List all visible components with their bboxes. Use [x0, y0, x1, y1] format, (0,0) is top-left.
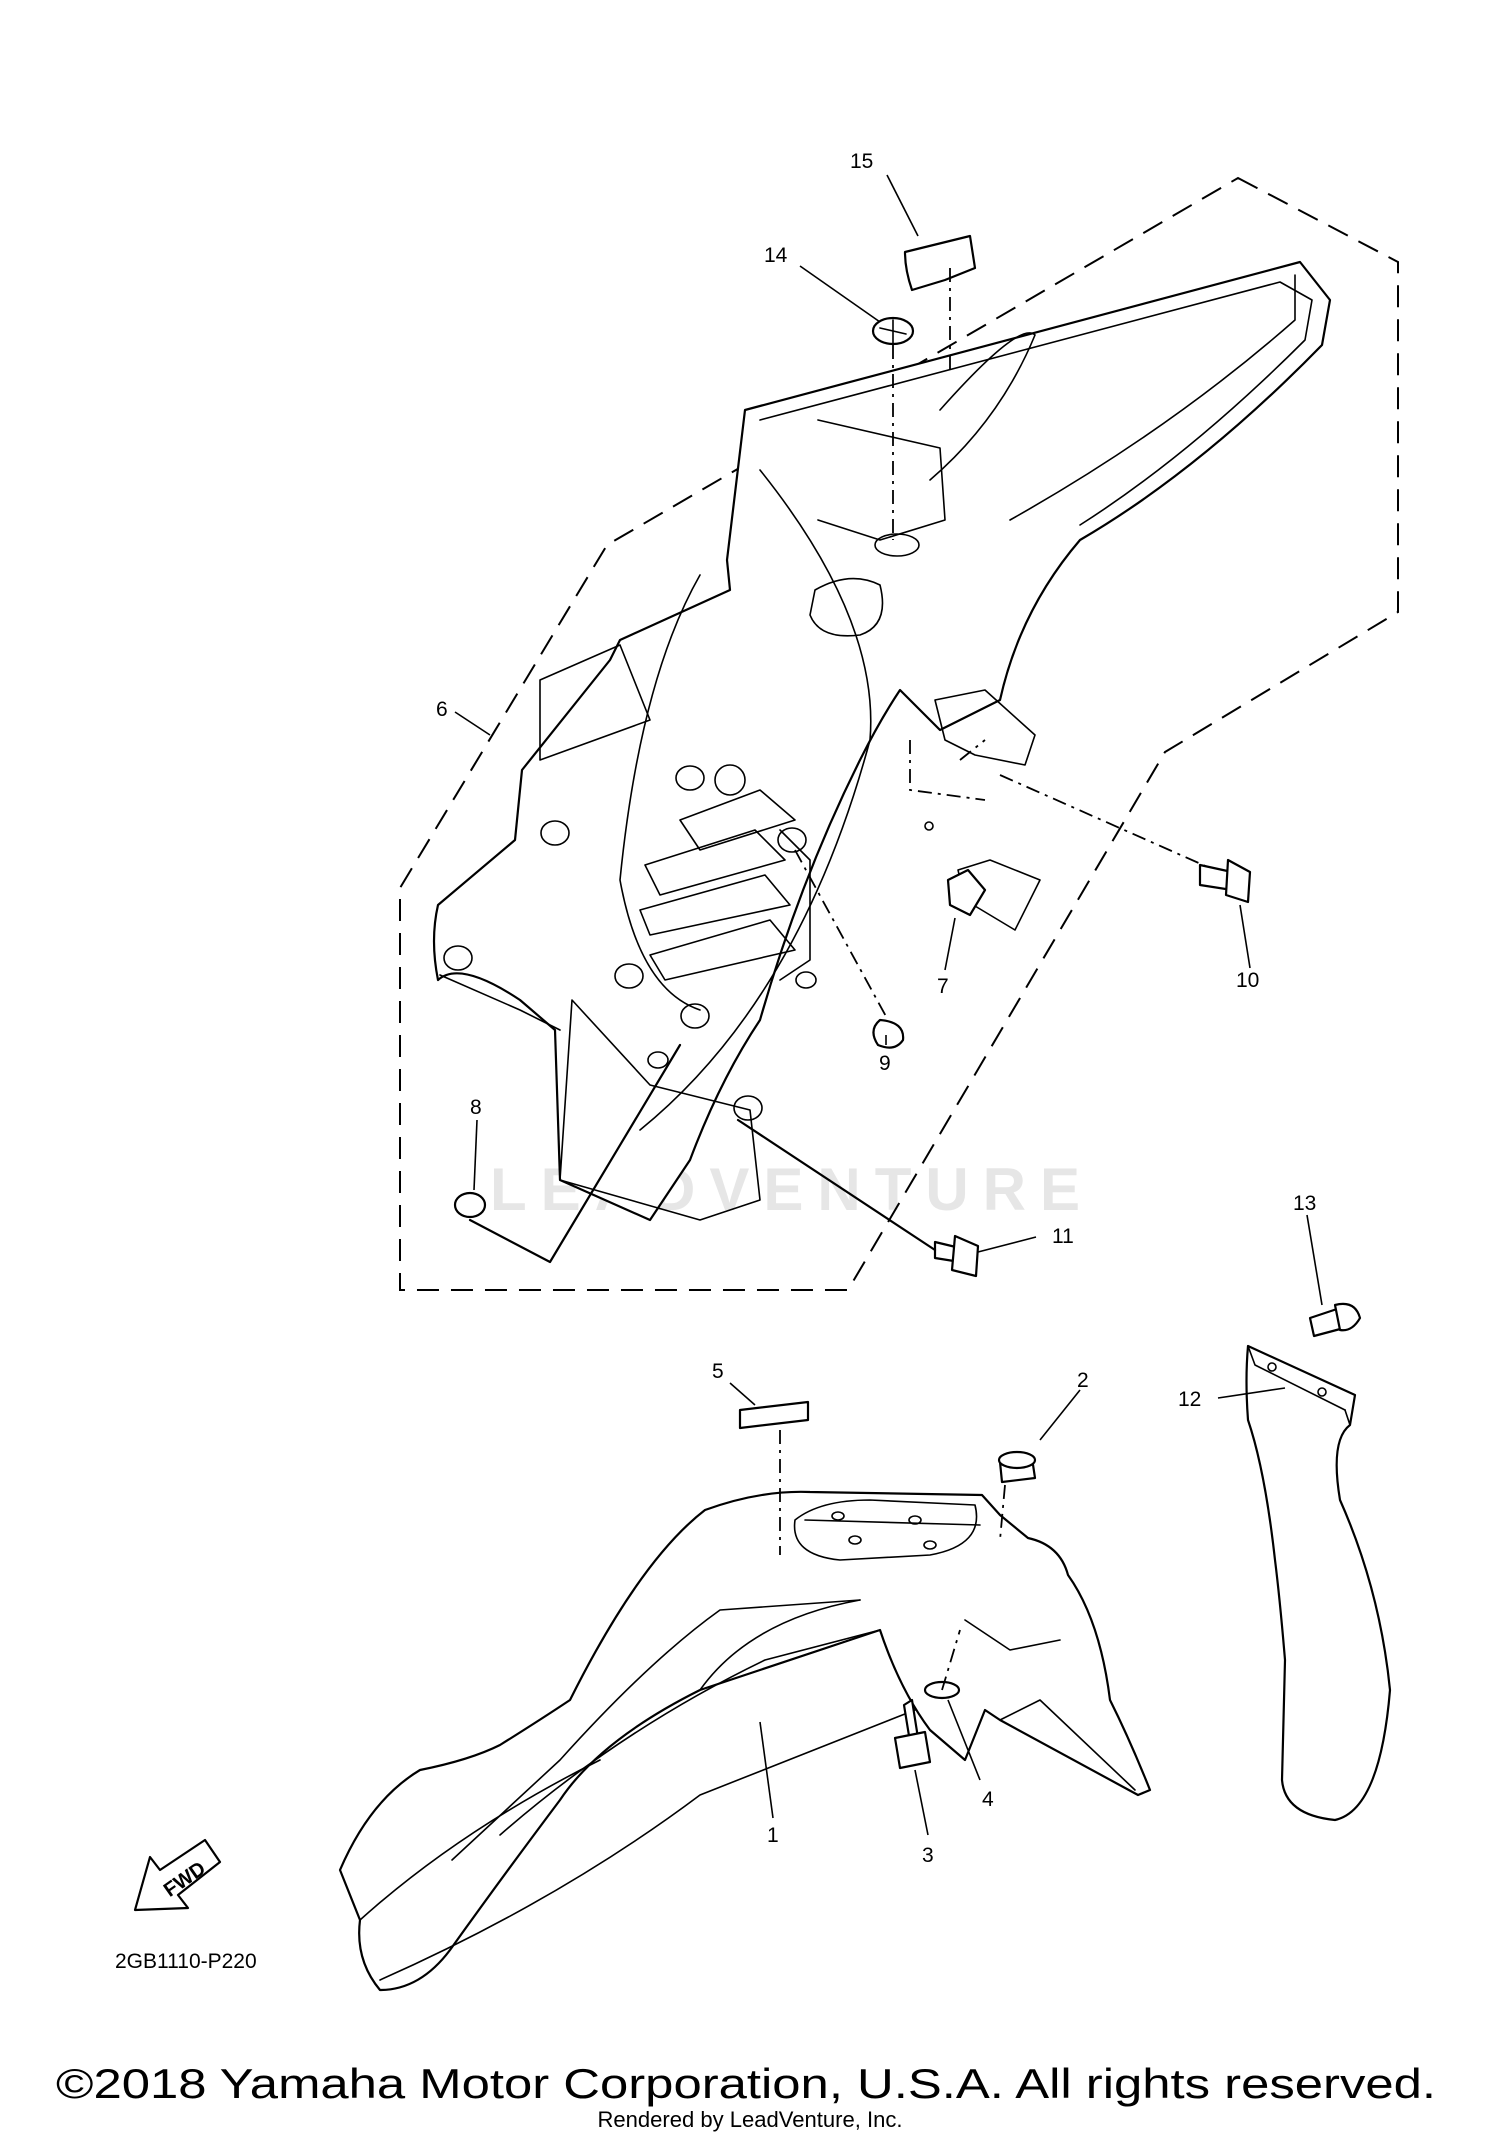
callout-8: 8 [470, 1096, 482, 1119]
install-line [794, 849, 889, 1021]
callout-6: 6 [436, 698, 448, 721]
rendered-by: Rendered by LeadVenture, Inc. [598, 2107, 903, 2132]
bolt-10 [1198, 858, 1252, 904]
install-line [999, 774, 1211, 869]
callout-14: 14 [764, 244, 788, 267]
diagram-code: 2GB1110-P220 [115, 1950, 257, 1973]
callout-7: 7 [937, 975, 949, 998]
leader-12 [1217, 1387, 1286, 1399]
collar-8 [453, 1191, 487, 1219]
screw-13 [1308, 1302, 1362, 1338]
callout-11: 11 [1052, 1225, 1074, 1248]
install-line [959, 739, 986, 761]
fork-guard [1245, 1344, 1392, 1822]
leader-6 [454, 711, 491, 736]
leader-14 [799, 265, 881, 323]
leader-2 [1039, 1389, 1081, 1441]
leader-13 [1306, 1214, 1323, 1306]
pad-15 [903, 234, 977, 292]
callout-13: 13 [1293, 1192, 1316, 1215]
leader-3 [914, 1769, 929, 1836]
callout-10: 10 [1236, 969, 1259, 992]
install-line [941, 1629, 961, 1691]
callout-4: 4 [982, 1788, 994, 1811]
callout-5: 5 [712, 1360, 724, 1383]
leader-15 [886, 174, 919, 237]
fwd-arrow-icon: FWD [133, 1838, 222, 1912]
leader-10 [1239, 904, 1251, 969]
copyright-notice: ©2018 Yamaha Motor Corporation, U.S.A. A… [56, 2060, 1436, 2107]
grommet-2 [997, 1450, 1037, 1484]
install-line [999, 1484, 1006, 1541]
leader-5 [729, 1382, 756, 1406]
front-fender [338, 1490, 1152, 1992]
rear-fender [432, 260, 1332, 1222]
callout-2: 2 [1077, 1369, 1089, 1392]
leader-11 [736, 1118, 937, 1252]
leader-7 [944, 917, 956, 971]
leader-1 [759, 1721, 774, 1819]
leader-11 [977, 1236, 1037, 1253]
collar-9 [872, 1018, 905, 1049]
emblem-14 [871, 316, 915, 346]
label-5 [738, 1400, 810, 1430]
bolt-3 [893, 1698, 932, 1770]
leader-8 [473, 1119, 478, 1191]
install-line [909, 740, 986, 801]
callout-12: 12 [1178, 1388, 1201, 1411]
clip-nut-7 [946, 868, 987, 917]
leader-8 [468, 1043, 682, 1264]
callout-3: 3 [922, 1844, 934, 1867]
bolt-11 [933, 1234, 980, 1278]
callout-15: 15 [850, 150, 873, 173]
callout-1: 1 [767, 1824, 779, 1847]
leader-4 [947, 1699, 981, 1781]
callout-9: 9 [879, 1052, 891, 1075]
